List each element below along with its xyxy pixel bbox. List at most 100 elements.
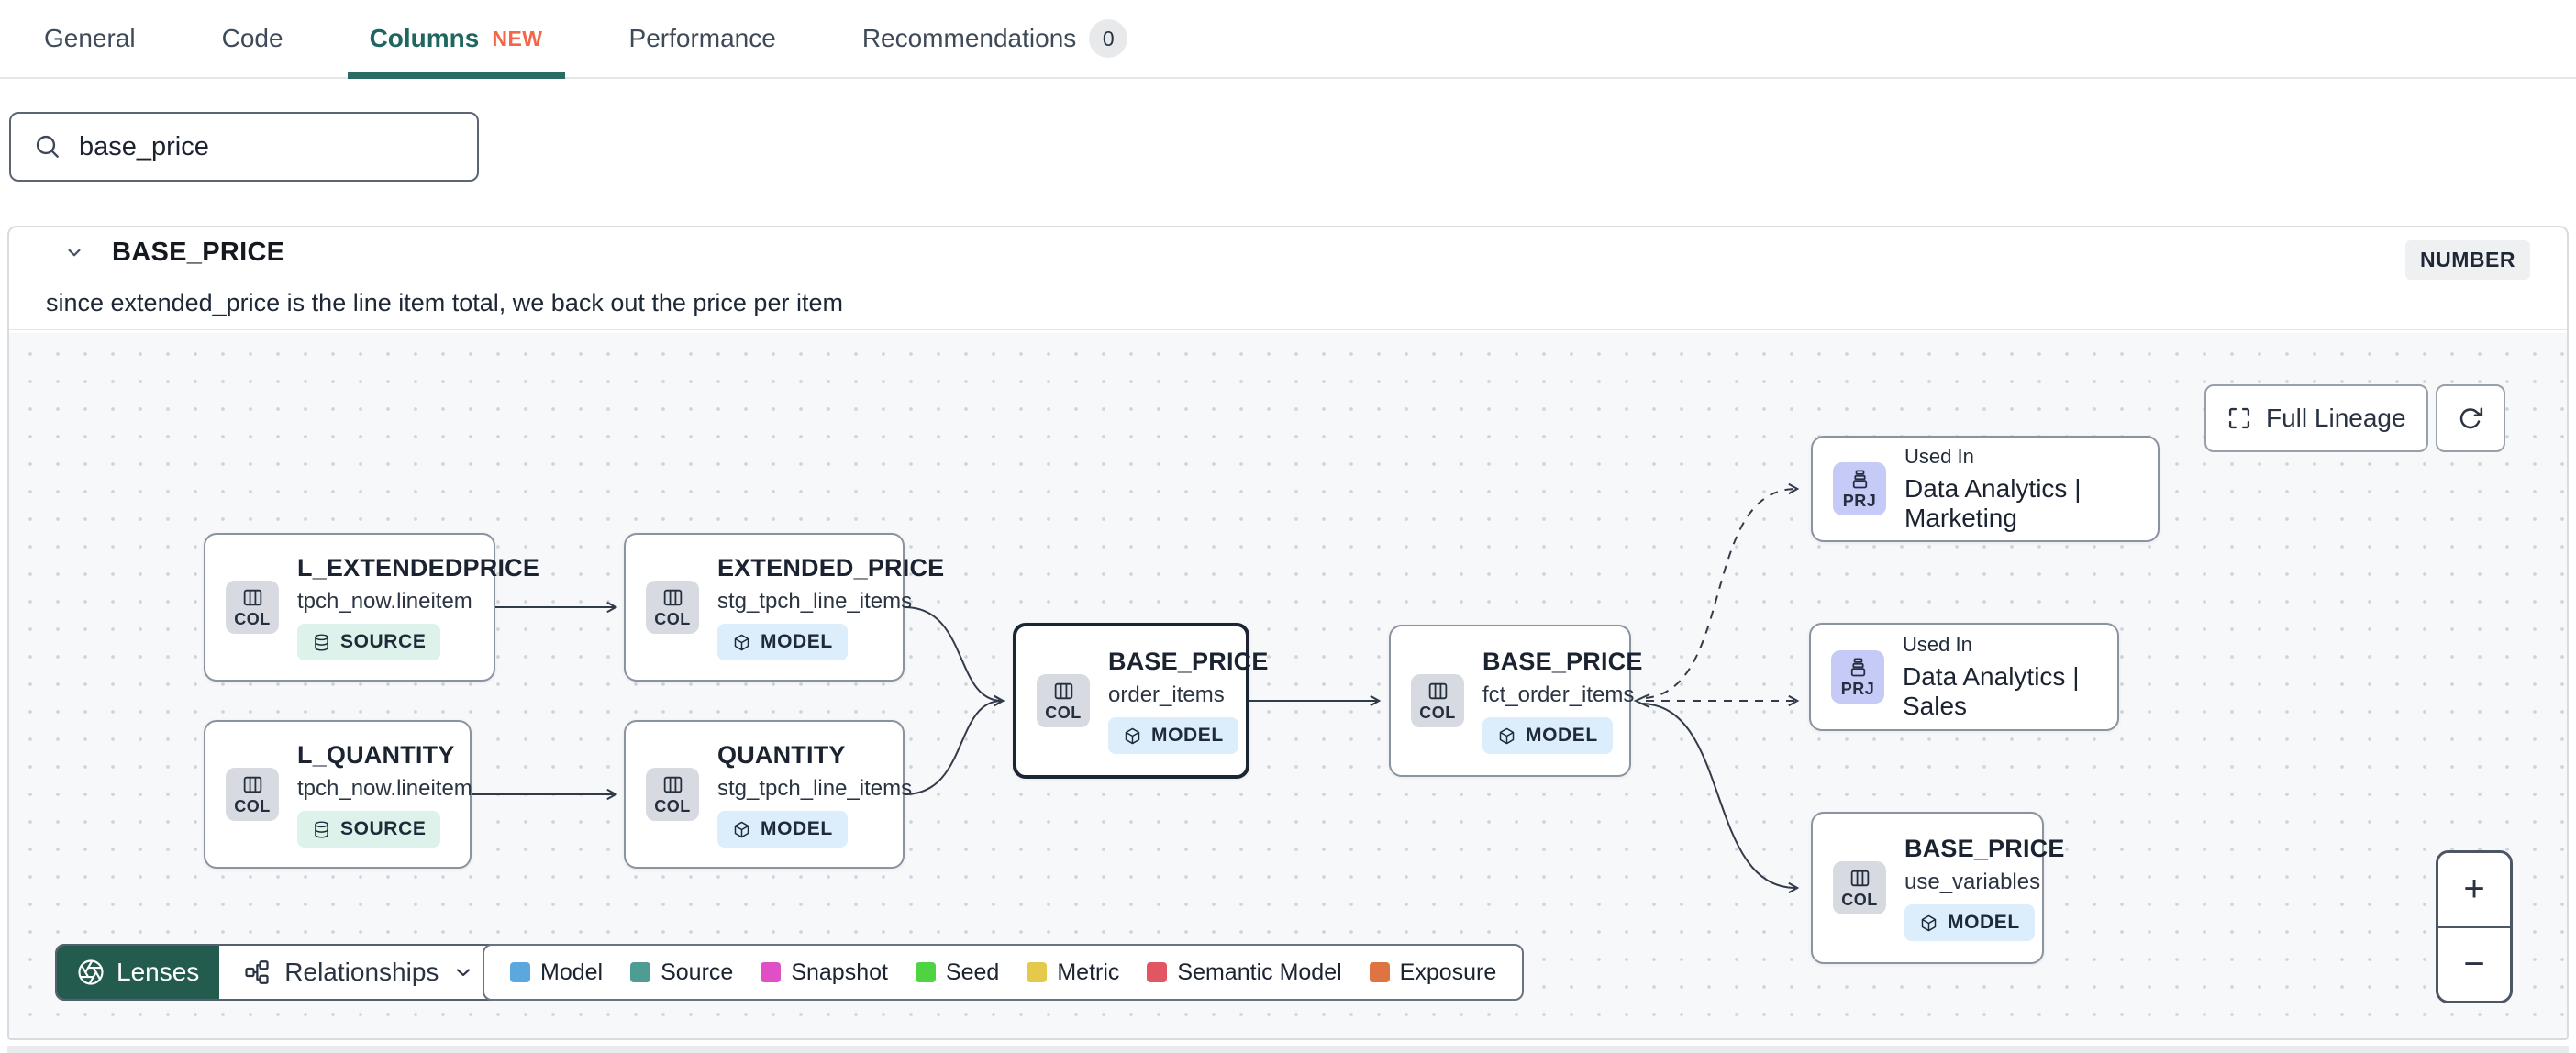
legend-swatch [915, 962, 936, 982]
node-title: EXTENDED_PRICE [717, 554, 945, 582]
legend-item-model: Model [510, 959, 603, 986]
column-type-badge: NUMBER [2405, 240, 2530, 280]
column-chip: COL [226, 768, 279, 821]
panel-header: BASE_PRICE NUMBER [9, 227, 2567, 280]
tab-columns[interactable]: Columns NEW [347, 0, 565, 79]
columns-icon [243, 776, 261, 793]
lineage-node-base-price-use-variables[interactable]: COL BASE_PRICE use_variables MODEL [1811, 812, 2064, 964]
node-title: BASE_PRICE [1904, 835, 2065, 862]
column-name: BASE_PRICE [112, 237, 285, 267]
legend-item-seed: Seed [915, 959, 999, 986]
node-subtitle: tpch_now.lineitem [297, 589, 472, 614]
legend-item-exposure: Exposure [1369, 959, 1496, 986]
node-subtitle: tpch_now.lineitem [297, 776, 472, 801]
new-badge: NEW [492, 26, 543, 50]
legend-swatch [1369, 962, 1390, 982]
node-title: L_EXTENDEDPRICE [297, 554, 540, 582]
project-chip: PRJ [1831, 650, 1884, 704]
chevron-down-icon [457, 969, 471, 977]
column-panel: BASE_PRICE NUMBER since extended_price i… [7, 226, 2569, 1040]
lineage-legend: Model Source Snapshot Seed Metric Semant… [483, 944, 1525, 1001]
tab-bar: General Code Columns NEW Performance Rec… [0, 0, 2576, 79]
legend-swatch [630, 962, 651, 982]
legend-item-semantic-model: Semantic Model [1147, 959, 1342, 986]
cube-icon [734, 634, 749, 650]
node-title: QUANTITY [717, 741, 846, 769]
node-title: Data Analytics | Marketing [1904, 474, 2082, 532]
node-kicker: Used In [1903, 633, 1972, 656]
lineage-node-l-quantity[interactable]: COL L_QUANTITY tpch_now.lineitem SOURCE [204, 720, 472, 869]
recommendations-count-badge: 0 [1089, 19, 1128, 58]
database-icon [315, 633, 328, 651]
column-description: since extended_price is the line item to… [9, 277, 2567, 330]
relationships-dropdown[interactable]: Relationships [219, 946, 499, 999]
node-title: BASE_PRICE [1108, 648, 1269, 675]
column-chip: COL [1037, 674, 1090, 727]
project-chip: PRJ [1833, 462, 1886, 515]
lineage-canvas[interactable]: COL L_EXTENDEDPRICE tpch_now.lineitem SO… [9, 333, 2567, 1038]
node-subtitle: order_items [1108, 682, 1225, 707]
node-subtitle: use_variables [1904, 870, 2041, 894]
search-row: base_price [0, 79, 2576, 182]
lineage-node-extended-price[interactable]: COL EXTENDED_PRICE stg_tpch_line_items M… [624, 533, 944, 682]
tab-recommendations[interactable]: Recommendations 0 [840, 0, 1149, 77]
zoom-controls: + − [2436, 850, 2513, 1003]
legend-item-source: Source [630, 959, 733, 986]
legend-swatch [1147, 962, 1168, 982]
edge-extendedprice-baseprice [904, 606, 1005, 707]
collapse-chevron-icon[interactable] [61, 238, 88, 266]
column-chip: COL [646, 768, 699, 821]
zoom-in-button[interactable]: + [2438, 853, 2510, 926]
column-chip: COL [1833, 861, 1886, 914]
search-value: base_price [79, 131, 209, 161]
legend-swatch [510, 962, 530, 982]
project-icon [1852, 469, 1867, 488]
legend-item-metric: Metric [1027, 959, 1119, 986]
legend-item-snapshot: Snapshot [761, 959, 888, 986]
lineage-node-l-extendedprice[interactable]: COL L_EXTENDEDPRICE tpch_now.lineitem SO… [204, 533, 539, 682]
lenses-button[interactable]: Lenses [57, 946, 220, 999]
columns-icon [1054, 682, 1072, 699]
columns-icon [243, 589, 261, 605]
tab-code[interactable]: Code [221, 24, 283, 52]
lineage-node-used-in-marketing[interactable]: PRJ Used In Data Analytics | Marketing [1811, 436, 2160, 542]
lineage-node-base-price-fct-order-items[interactable]: COL BASE_PRICE fct_order_items MODEL [1389, 625, 1642, 777]
graph-icon [245, 960, 269, 984]
lineage-node-used-in-sales[interactable]: PRJ Used In Data Analytics | Sales [1809, 623, 2119, 731]
edge-origin-arrowhead [1633, 693, 1650, 708]
aperture-icon [78, 959, 104, 985]
legend-swatch [761, 962, 782, 982]
column-search-input[interactable]: base_price [9, 112, 479, 182]
edge-quantity-baseprice [904, 694, 1005, 795]
lineage-node-base-price-order-items[interactable]: COL BASE_PRICE order_items MODEL [1013, 623, 1268, 779]
node-subtitle: stg_tpch_line_items [717, 589, 913, 614]
tab-performance[interactable]: Performance [628, 24, 776, 52]
bottom-strip [7, 1046, 2569, 1053]
search-icon [36, 135, 59, 158]
node-subtitle: stg_tpch_line_items [717, 776, 913, 801]
node-badge-model: MODEL [1904, 904, 2035, 941]
lineage-toolbar: Lenses Relationships [55, 944, 501, 1001]
refresh-icon [2459, 407, 2483, 429]
edge-fct-usevariables [1639, 703, 1800, 894]
edge-fct-marketing [1645, 482, 1800, 699]
full-lineage-button[interactable]: Full Lineage [2204, 384, 2428, 452]
zoom-divider [2438, 926, 2510, 928]
refresh-button[interactable] [2436, 384, 2505, 452]
column-chip: COL [1411, 674, 1464, 727]
node-kicker: Used In [1904, 445, 1974, 468]
node-title: BASE_PRICE [1482, 648, 1643, 675]
column-chip: COL [646, 581, 699, 634]
lineage-node-quantity[interactable]: COL QUANTITY stg_tpch_line_items MODEL [624, 720, 912, 869]
node-title: Data Analytics | Sales [1903, 662, 2080, 720]
column-chip: COL [226, 581, 279, 634]
database-icon [315, 820, 328, 838]
node-badge-source: SOURCE [297, 624, 441, 660]
columns-icon [1428, 682, 1447, 699]
node-title: L_QUANTITY [297, 741, 455, 769]
node-subtitle: fct_order_items [1482, 682, 1635, 707]
node-badge-model: MODEL [1108, 717, 1238, 754]
zoom-out-button[interactable]: − [2438, 927, 2510, 1001]
tab-general[interactable]: General [44, 24, 136, 52]
